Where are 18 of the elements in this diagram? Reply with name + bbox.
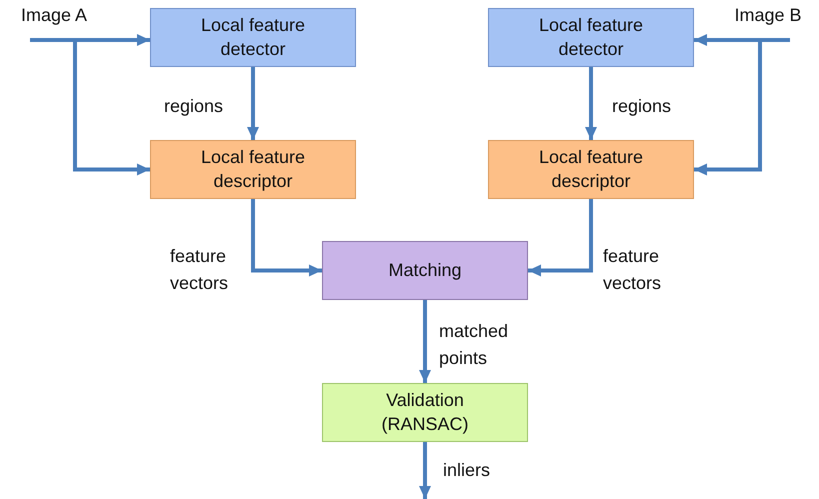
- process-box: Local feature descriptor: [150, 140, 356, 199]
- arrow: [528, 199, 593, 276]
- input-label: Image A: [10, 4, 98, 40]
- arrow: [585, 67, 597, 140]
- arrow: [694, 34, 790, 46]
- arrow: [30, 34, 150, 46]
- arrow: [251, 199, 322, 276]
- process-box: Local feature descriptor: [488, 140, 694, 199]
- input-label: Image B: [734, 4, 802, 40]
- arrow: [419, 300, 431, 383]
- arrow: [694, 40, 762, 176]
- arrow: [247, 67, 259, 140]
- process-box: Validation (RANSAC): [322, 383, 528, 442]
- arrow: [73, 40, 150, 176]
- arrow: [419, 442, 431, 499]
- process-box: Local feature detector: [488, 8, 694, 67]
- process-box: Local feature detector: [150, 8, 356, 67]
- process-box: Matching: [322, 241, 528, 300]
